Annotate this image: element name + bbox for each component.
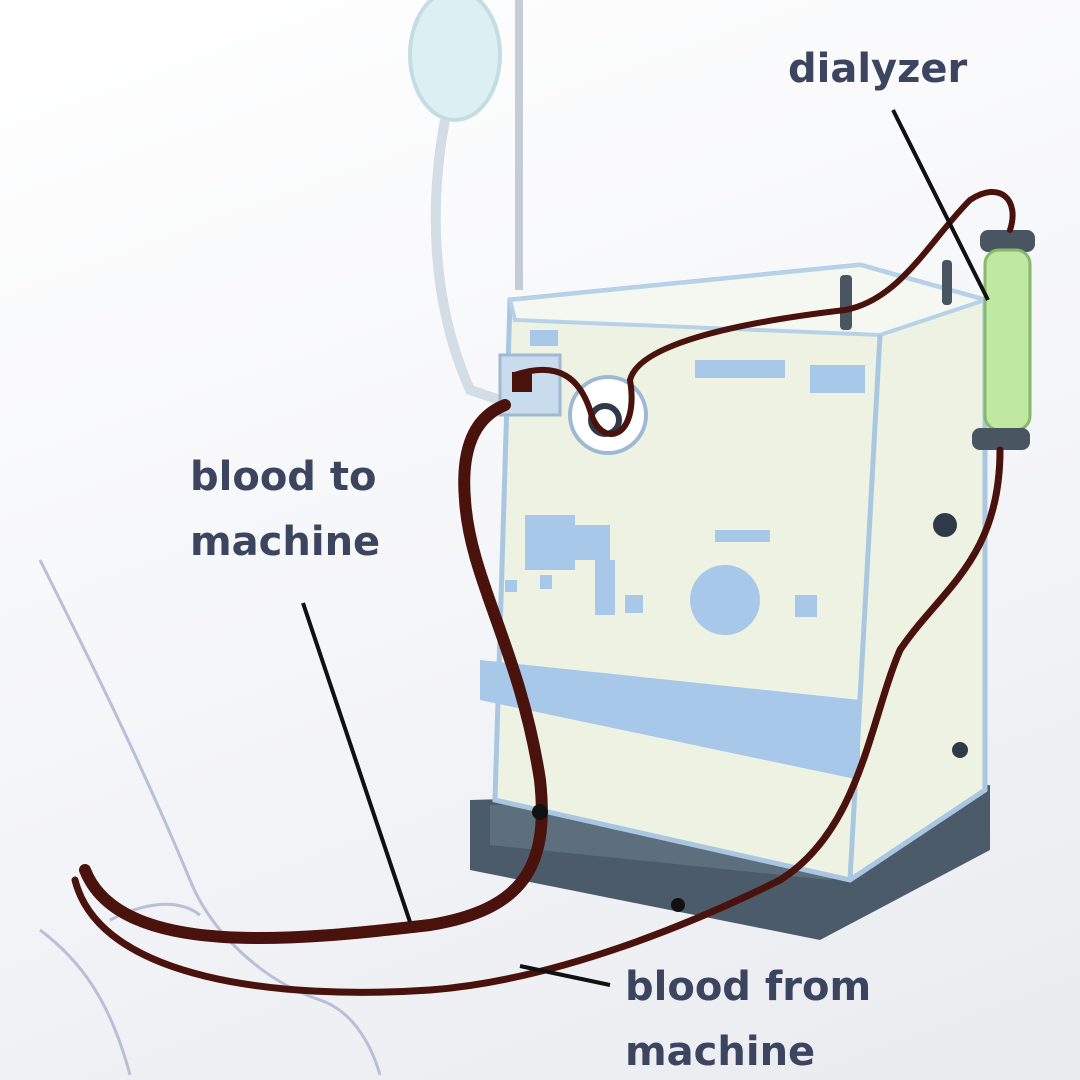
machine-knob (952, 742, 968, 758)
dialyzer (972, 230, 1035, 450)
label-blood-from-machine-line2: machine (625, 1029, 815, 1075)
label-blood-from-machine-line1: blood from (625, 964, 871, 1010)
machine-knob (933, 513, 957, 537)
iv-bag (408, 0, 523, 405)
label-blood-to-machine-line2: machine (190, 519, 380, 565)
tube-blood-to-machine (79, 399, 548, 944)
tube-blood-from-machine (71, 446, 1004, 996)
dialysis-machine (480, 260, 992, 883)
control-panel (480, 330, 865, 780)
blood-tubing (71, 188, 1016, 996)
label-pointers (301, 109, 990, 987)
label-dialyzer: dialyzer (788, 46, 968, 92)
patient-arm (38, 559, 382, 1076)
label-blood-to-machine-line1: blood to (190, 454, 376, 500)
